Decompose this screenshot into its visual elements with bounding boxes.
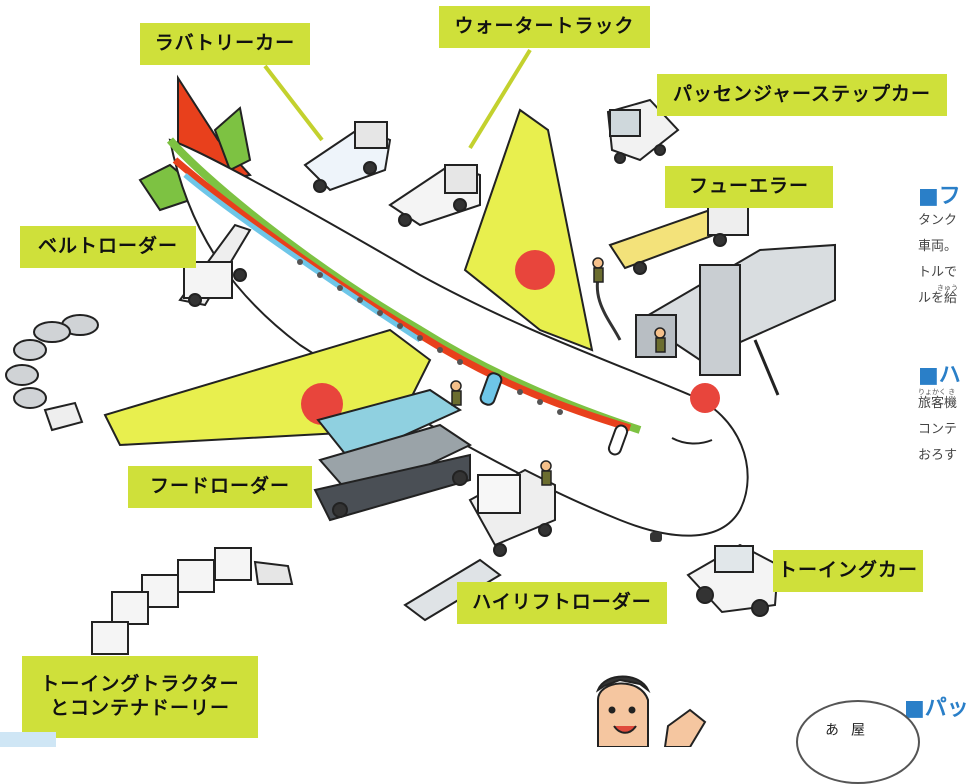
- label-lavatory-car: ラバトリーカー: [140, 23, 310, 65]
- label-passenger-step-car: パッセンジャーステップカー: [657, 74, 947, 116]
- food-loader-vehicle: [313, 388, 473, 522]
- fuselage-stripe-red: [172, 157, 632, 432]
- high-lift-text-line1: 旅客機: [918, 396, 958, 411]
- baggage-carts: [5, 314, 99, 432]
- ground-crew-figures: [450, 257, 666, 486]
- lavatory-car-vehicle: [303, 121, 392, 193]
- main-door: [479, 372, 503, 406]
- high-lift-ruby: りょかく き: [918, 388, 956, 396]
- label-towing-tractor-line1: トーイングトラクター: [40, 673, 240, 696]
- bubble-col-2: あ: [823, 722, 839, 736]
- water-truck-vehicle: [388, 163, 481, 227]
- front-door: [607, 424, 629, 456]
- lower-wing-hinomaru: [301, 383, 343, 425]
- airport-ground-vehicles-illustration: [5, 48, 836, 747]
- bottom-color-strip: [0, 732, 56, 747]
- tail-stabilizer-right: [213, 106, 252, 172]
- heading-passenger-partial: ■パッ: [904, 696, 966, 721]
- belt-loader-vehicle: [178, 223, 252, 307]
- cartoon-character: [595, 675, 707, 747]
- fueler-text-line2: 車両。: [918, 239, 958, 254]
- label-towing-car: トーイングカー: [773, 550, 923, 592]
- high-lift-text-line3: おろす: [918, 448, 958, 463]
- fueler-vehicle: [595, 204, 749, 341]
- label-towing-tractor-line2: とコンテナドーリー: [49, 697, 230, 719]
- label-towing-tractor-container-dolly: トーイングトラクター とコンテナドーリー: [22, 656, 258, 738]
- high-lift-loader-vehicle: [403, 468, 556, 622]
- label-belt-loader: ベルトローダー: [20, 226, 196, 268]
- bubble-col-1: 屋: [849, 722, 865, 736]
- fueler-text-line1: タンク: [918, 213, 958, 228]
- upper-wing: [463, 108, 594, 352]
- label-water-truck: ウォータートラック: [439, 6, 650, 48]
- speech-bubble: [796, 700, 920, 784]
- leader-lines: [263, 48, 532, 150]
- boarding-bridge: [635, 243, 836, 396]
- label-fueler: フューエラー: [665, 166, 833, 208]
- label-food-loader: フードローダー: [128, 466, 312, 508]
- heading-high-lift-partial: ■ハ: [918, 363, 961, 388]
- heading-fueler-partial: ■フ: [918, 184, 961, 209]
- cockpit-smile: [671, 437, 713, 445]
- fuselage: [168, 138, 749, 537]
- cabin-windows: [297, 259, 563, 415]
- high-lift-text-line2: コンテ: [918, 422, 958, 437]
- fueler-text-line3: トルで: [918, 265, 958, 280]
- nose-hinomaru: [690, 383, 720, 413]
- towing-car-vehicle: [686, 543, 780, 617]
- container-dollies: [91, 547, 294, 655]
- upper-wing-hinomaru: [515, 250, 555, 290]
- fueler-ruby: きゅう: [937, 284, 958, 292]
- fueler-text-line4: ルを給: [918, 291, 958, 306]
- label-high-lift-loader: ハイリフトローダー: [457, 582, 667, 624]
